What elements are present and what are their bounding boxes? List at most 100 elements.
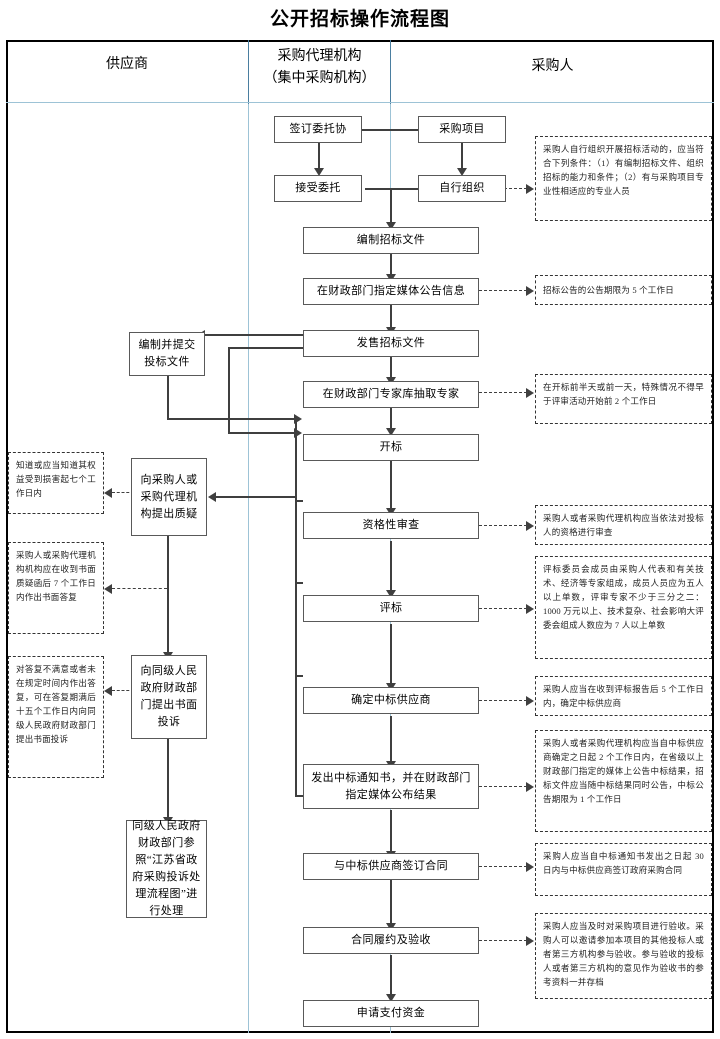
arrowhead-notice-note [526, 781, 534, 792]
dashed-query-to-note [112, 492, 134, 493]
note-announce: 招标公告的公告期限为 5 个工作日 [535, 275, 712, 305]
connector-evaluation-to-winner [390, 624, 392, 684]
connector-query-channel [295, 418, 297, 796]
connector-open-to-qualification [390, 461, 392, 509]
note-notice: 采购人或者采购代理机构应当自中标供应商确定之日起 2 个工作日内，在省级以上财政… [535, 730, 712, 832]
connector-query-tap-winner [295, 675, 303, 677]
lane-title-supplier: 供应商 [6, 54, 248, 76]
note-experts: 在开标前半天或前一天，特殊情况不得早于评审活动开始前 2 个工作日 [535, 374, 712, 424]
connector-query-to-complaint [167, 535, 169, 653]
node-announce-media[interactable]: 在财政部门指定媒体公告信息 [303, 278, 479, 305]
node-sell-tender-doc[interactable]: 发售招标文件 [303, 330, 479, 357]
node-contract-performance[interactable]: 合同履约及验收 [303, 927, 479, 954]
connector-query-tap-evaluation [295, 582, 303, 584]
node-determine-winner[interactable]: 确定中标供应商 [303, 687, 479, 714]
note-qualification: 采购人或者采购代理机构应当依法对投标人的资格进行审查 [535, 505, 712, 545]
arrowhead-qualification-to-evaluation [386, 590, 396, 598]
lane-title-agency: 采购代理机构 （集中采购机构） [249, 46, 390, 90]
lane-title-purchaser-label: 采购人 [531, 59, 574, 74]
dashed-announce-to-note [479, 290, 527, 291]
node-bid-evaluation[interactable]: 评标 [303, 595, 479, 622]
connector-compile-to-announce [390, 253, 392, 275]
node-compile-tender-doc[interactable]: 编制招标文件 [303, 227, 479, 254]
connector-sell-channel-v [228, 347, 230, 433]
node-file-complaint[interactable]: 向同级人民政府财政部门提出书面投诉 [131, 655, 207, 739]
arrowhead-sign-to-accept [314, 168, 324, 176]
connector-sell-to-experts [390, 356, 392, 378]
lane-title-purchaser: 采购人 [391, 56, 714, 78]
connector-project-to-self [461, 143, 463, 169]
arrowhead-winner-note [526, 695, 534, 706]
dashed-winner-to-note [479, 700, 527, 701]
connector-winner-to-notice [390, 716, 392, 762]
dashed-notice-to-note [479, 786, 527, 787]
dashed-experts-to-note [479, 392, 527, 393]
page-title: 公开招标操作流程图 [269, 9, 450, 30]
node-self-organize[interactable]: 自行组织 [418, 175, 506, 202]
node-issue-notice[interactable]: 发出中标通知书，并在财政部门指定媒体公布结果 [303, 764, 479, 809]
connector-announce-to-sell [390, 304, 392, 328]
note-winner: 采购人应当在收到评标报告后 5 个工作日内，确定中标供应商 [535, 676, 712, 716]
arrowhead-experts-note [526, 387, 534, 398]
lane-title-supplier-label: 供应商 [106, 57, 148, 72]
arrowhead-self-note [526, 183, 534, 194]
connector-sell-channel-bottom [228, 432, 295, 434]
connector-sign-to-accept [318, 143, 320, 169]
arrowhead-qualification-note [526, 520, 534, 531]
note-self-organize: 采购人自行组织开展招标活动的，应当符合下列条件：（1）有编制招标文件、组织招标的… [535, 136, 712, 221]
arrowhead-channel-to-open [294, 427, 302, 438]
note-contract: 采购人应当自中标通知书发出之日起 30 日内与中标供应商签订政府采购合同 [535, 843, 712, 896]
arrowhead-acceptance-to-payment [386, 994, 396, 1002]
connector-complaint-to-handling [167, 738, 169, 818]
node-draw-experts[interactable]: 在财政部门专家库抽取专家 [303, 381, 479, 408]
lane-title-agency-sub: （集中采购机构） [263, 71, 376, 86]
connector-sell-channel-top [228, 347, 303, 349]
dashed-qualification-to-note [479, 525, 527, 526]
arrowhead-join-to-compile [386, 222, 396, 230]
arrowhead-acceptance-note [526, 935, 534, 946]
node-purchase-project[interactable]: 采购项目 [418, 116, 506, 143]
diagram-frame [6, 40, 714, 1033]
arrowhead-experts-to-open [386, 428, 396, 436]
connector-project-to-sign [361, 129, 463, 131]
connector-query-tap-notice [295, 795, 303, 797]
node-prepare-submit-bid[interactable]: 编制并提交投标文件 [129, 332, 205, 376]
node-bid-opening[interactable]: 开标 [303, 434, 479, 461]
connector-qualification-to-evaluation [390, 541, 392, 591]
dashed-acceptance-to-note [479, 940, 527, 941]
note-query: 知道或应当知道其权益受到损害起七个工作日内 [8, 452, 104, 514]
node-qualification-review[interactable]: 资格性审查 [303, 512, 479, 539]
dashed-contract-to-note [479, 866, 527, 867]
node-raise-query[interactable]: 向采购人或采购代理机构提出质疑 [131, 458, 207, 536]
arrowhead-query-note [104, 487, 112, 498]
note-reply: 采购人或采购代理机构机构应在收到书面质疑函后 7 个工作日内作出书面答复 [8, 542, 104, 634]
connector-experts-to-open [390, 407, 392, 429]
node-accept-entrust[interactable]: 接受委托 [274, 175, 362, 202]
node-sign-contract[interactable]: 与中标供应商签订合同 [303, 853, 479, 880]
arrowhead-prepare-to-open [294, 413, 302, 424]
connector-prepare-down [167, 375, 169, 419]
note-evaluation: 评标委员会成员由采购人代表和有关技术、经济等专家组成，成员人员应为五人以上单数，… [535, 556, 712, 659]
dashed-complaint-to-note [112, 690, 134, 691]
connector-prepare-to-open [167, 418, 295, 420]
arrowhead-evaluation-note [526, 603, 534, 614]
node-apply-payment[interactable]: 申请支付资金 [303, 1000, 479, 1027]
lane-divider-1-head [248, 40, 249, 104]
arrowhead-contract-note [526, 861, 534, 872]
lane-divider-1 [248, 104, 249, 1033]
node-complaint-handling[interactable]: 同级人民政府财政部门参照“江苏省政府采购投诉处理流程图”进行处理 [126, 820, 207, 918]
connector-notice-to-contract [390, 810, 392, 852]
dashed-evaluation-to-note [479, 608, 527, 609]
connector-sell-to-prepare [205, 334, 303, 336]
lane-divider-2-head [390, 40, 391, 104]
connector-join-left [365, 188, 423, 190]
connector-query-tap-qualification [295, 500, 303, 502]
connector-acceptance-to-payment [390, 955, 392, 995]
arrowhead-project-to-self [457, 168, 467, 176]
arrowhead-channel-to-query [208, 491, 216, 502]
header-separator [6, 102, 714, 103]
lane-title-agency-label: 采购代理机构 [277, 49, 362, 64]
note-complaint: 对答复不满意或者未在规定时间内作出答复，可在答复期满后十五个工作日内向同级人民政… [8, 656, 104, 778]
node-sign-entrust[interactable]: 签订委托协 [274, 116, 362, 143]
